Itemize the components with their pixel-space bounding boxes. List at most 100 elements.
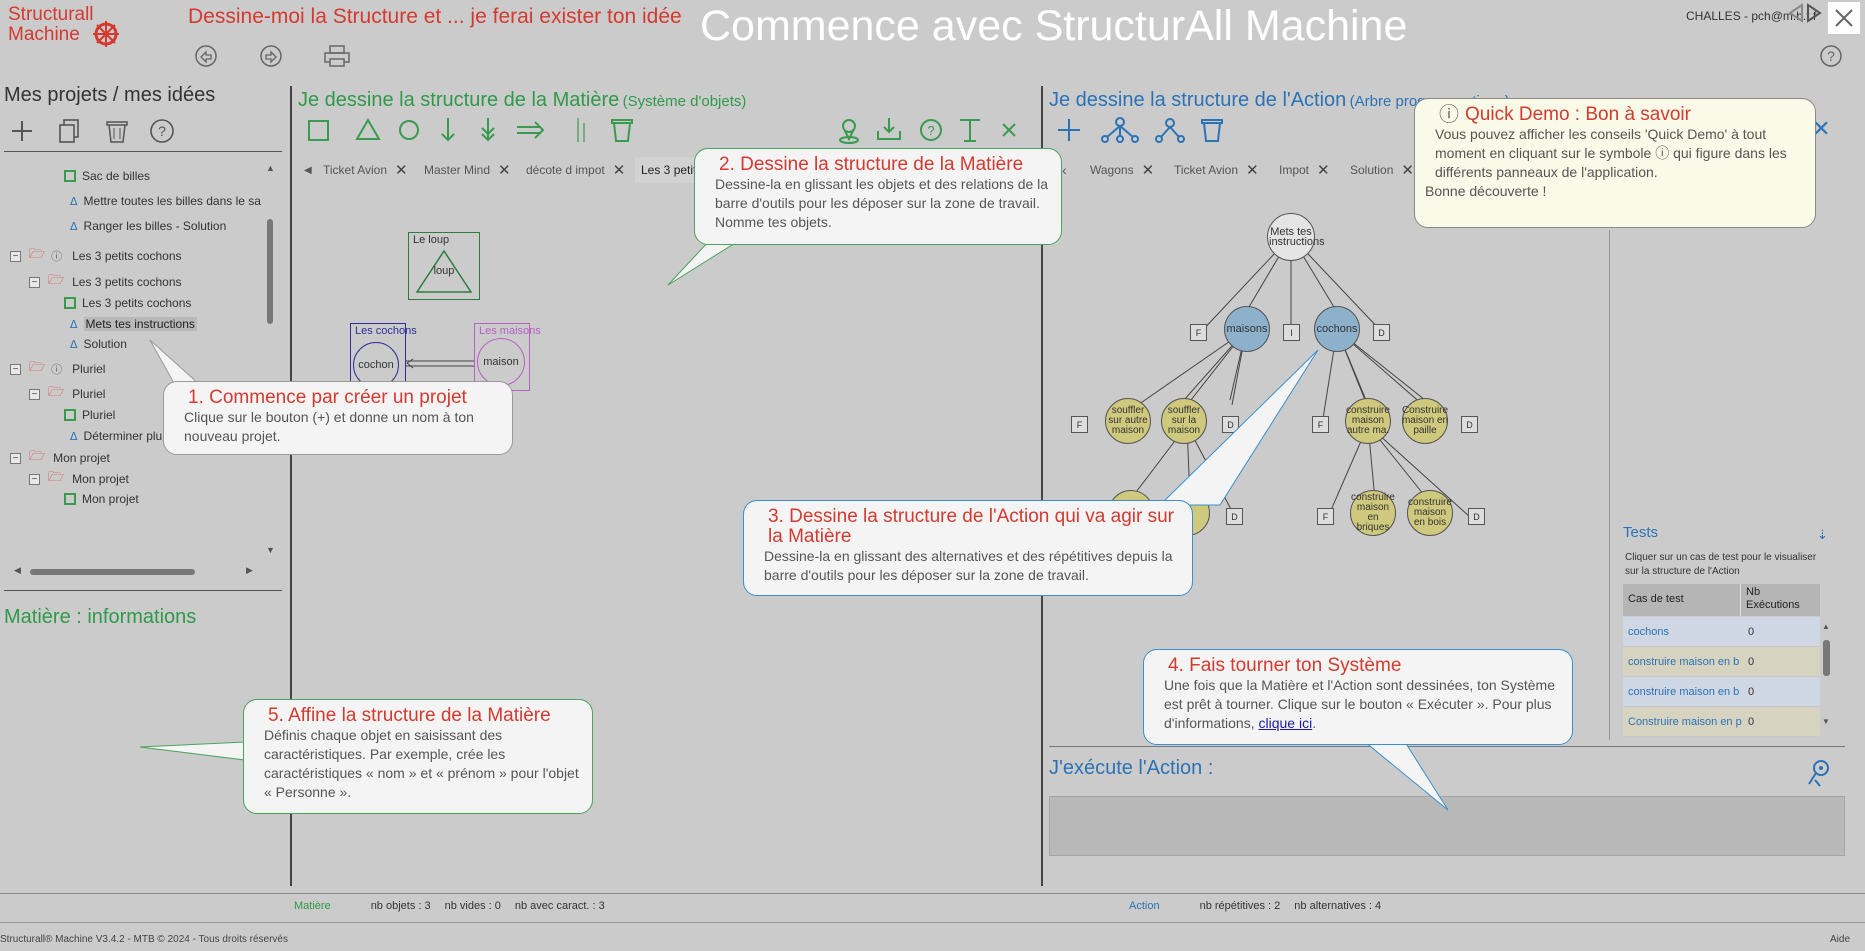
- action-root-node[interactable]: Mets tes instructions: [1267, 213, 1325, 261]
- duplicate-icon[interactable]: [57, 118, 81, 144]
- undo-icon[interactable]: [194, 44, 218, 68]
- tab[interactable]: Master Mind✕: [424, 157, 511, 183]
- col-header[interactable]: Cas de test: [1623, 584, 1741, 616]
- scroll-thumb[interactable]: [267, 219, 273, 324]
- node-square[interactable]: F: [1312, 416, 1329, 433]
- help-icon[interactable]: ⓘ: [51, 364, 63, 376]
- delete-icon[interactable]: [105, 118, 129, 144]
- tree-item[interactable]: Mon projet: [64, 489, 139, 509]
- action-node[interactable]: construire maison autre ma.: [1345, 398, 1391, 444]
- node-square[interactable]: D: [1373, 324, 1390, 341]
- tab[interactable]: décote d impot✕: [526, 157, 625, 183]
- object-tool-icon[interactable]: [308, 120, 329, 141]
- node-square[interactable]: D: [1226, 508, 1243, 525]
- node-square[interactable]: F: [1317, 508, 1334, 525]
- tree-item[interactable]: −🗁Mon projet: [10, 448, 110, 468]
- execute-icon[interactable]: [1806, 758, 1832, 788]
- tab-active[interactable]: Les 3 petit: [635, 157, 703, 183]
- add-project-icon[interactable]: [10, 119, 34, 143]
- node-square[interactable]: F: [1190, 324, 1207, 341]
- exec-output-field[interactable]: [1049, 796, 1845, 856]
- action-node[interactable]: construire maison en briques: [1350, 490, 1396, 536]
- more-info-link[interactable]: clique ici: [1258, 715, 1313, 731]
- action-close-icon[interactable]: ✕: [1812, 116, 1831, 141]
- object-cochons[interactable]: Les cochons cochon: [350, 323, 417, 391]
- double-arrow-icon[interactable]: [481, 118, 495, 142]
- scroll-up-arrow[interactable]: ▲: [1822, 622, 1830, 631]
- delete-icon[interactable]: [611, 119, 633, 142]
- relation-arrow[interactable]: [404, 357, 476, 371]
- node-square[interactable]: F: [1071, 416, 1088, 433]
- link-tool-icon[interactable]: [577, 118, 585, 142]
- delete-icon[interactable]: [1201, 119, 1223, 142]
- repetition-tool-icon[interactable]: [1155, 118, 1185, 143]
- scroll-thumb[interactable]: [1823, 640, 1830, 676]
- tab[interactable]: Ticket Avion✕: [1174, 157, 1259, 183]
- help-icon[interactable]: ⓘ: [51, 251, 63, 263]
- tab[interactable]: Wagons✕: [1090, 157, 1154, 183]
- col-header[interactable]: Nb Exécutions: [1746, 586, 1800, 611]
- close-tab-icon[interactable]: ✕: [1401, 162, 1414, 179]
- tabs-scroll-left[interactable]: ◀: [304, 165, 312, 176]
- node-square[interactable]: D: [1461, 416, 1478, 433]
- tree-item[interactable]: −🗁Pluriel: [29, 384, 105, 404]
- tab[interactable]: Ticket Avion✕: [323, 157, 408, 183]
- help-icon[interactable]: ?: [149, 118, 175, 144]
- scroll-down-arrow[interactable]: ▼: [266, 545, 275, 555]
- inheritance-arrow-icon[interactable]: [517, 121, 545, 139]
- add-icon[interactable]: [1058, 119, 1080, 141]
- nav-prev-icon[interactable]: [1786, 3, 1804, 23]
- tab[interactable]: Impot✕: [1279, 157, 1330, 183]
- scroll-up-arrow[interactable]: ▲: [266, 163, 275, 173]
- print-icon[interactable]: [323, 44, 351, 68]
- close-tab-icon[interactable]: ✕: [1141, 162, 1155, 179]
- tree-item[interactable]: −🗁Les 3 petits cochons: [29, 272, 182, 292]
- scroll-down-arrow[interactable]: ▼: [1822, 717, 1830, 726]
- action-node[interactable]: construire maison en bois: [1407, 490, 1453, 536]
- circle-tool-icon[interactable]: [399, 120, 419, 140]
- tests-scrollbar[interactable]: ▲ ▼: [1822, 622, 1832, 732]
- node-square[interactable]: I: [1283, 324, 1300, 341]
- help-icon[interactable]: ?: [1819, 44, 1843, 68]
- object-loup[interactable]: Le loup loup: [408, 232, 480, 300]
- close-tab-icon[interactable]: ✕: [498, 162, 511, 179]
- tree-item[interactable]: −🗁Mon projet: [29, 469, 129, 489]
- action-node[interactable]: souffler sur autre maison: [1105, 398, 1151, 444]
- triangle-tool-icon[interactable]: [355, 118, 381, 140]
- close-tab-icon[interactable]: ✕: [612, 162, 626, 179]
- collapse-icon[interactable]: −: [29, 388, 40, 400]
- tab[interactable]: Solution✕: [1350, 157, 1414, 183]
- collapse-icon[interactable]: −: [29, 276, 40, 288]
- close-tab-icon[interactable]: ✕: [1317, 162, 1330, 179]
- tree-item[interactable]: Pluriel: [64, 405, 115, 425]
- location-pin-icon[interactable]: [839, 119, 859, 144]
- node-square[interactable]: D: [1222, 416, 1239, 433]
- import-icon[interactable]: [877, 118, 901, 140]
- help-icon[interactable]: ?: [920, 119, 942, 141]
- collapse-icon[interactable]: −: [10, 250, 21, 262]
- sort-icon[interactable]: ⇣: [1817, 527, 1828, 542]
- collapse-icon[interactable]: −: [29, 473, 40, 485]
- action-node[interactable]: maisons: [1224, 306, 1270, 352]
- scroll-right-arrow[interactable]: ▶: [246, 565, 253, 575]
- node-square[interactable]: D: [1468, 508, 1485, 525]
- scroll-left-arrow[interactable]: ◀: [14, 565, 21, 575]
- collapse-icon[interactable]: −: [10, 452, 21, 464]
- text-tool-icon[interactable]: [960, 119, 980, 142]
- redo-icon[interactable]: [259, 44, 283, 68]
- tabs-scroll-left[interactable]: ‹: [1062, 162, 1067, 178]
- collapse-icon[interactable]: −: [10, 363, 21, 375]
- action-node[interactable]: cochons: [1314, 306, 1360, 352]
- relation-arrow-icon[interactable]: [441, 118, 455, 142]
- close-tab-icon[interactable]: ✕: [1246, 162, 1259, 179]
